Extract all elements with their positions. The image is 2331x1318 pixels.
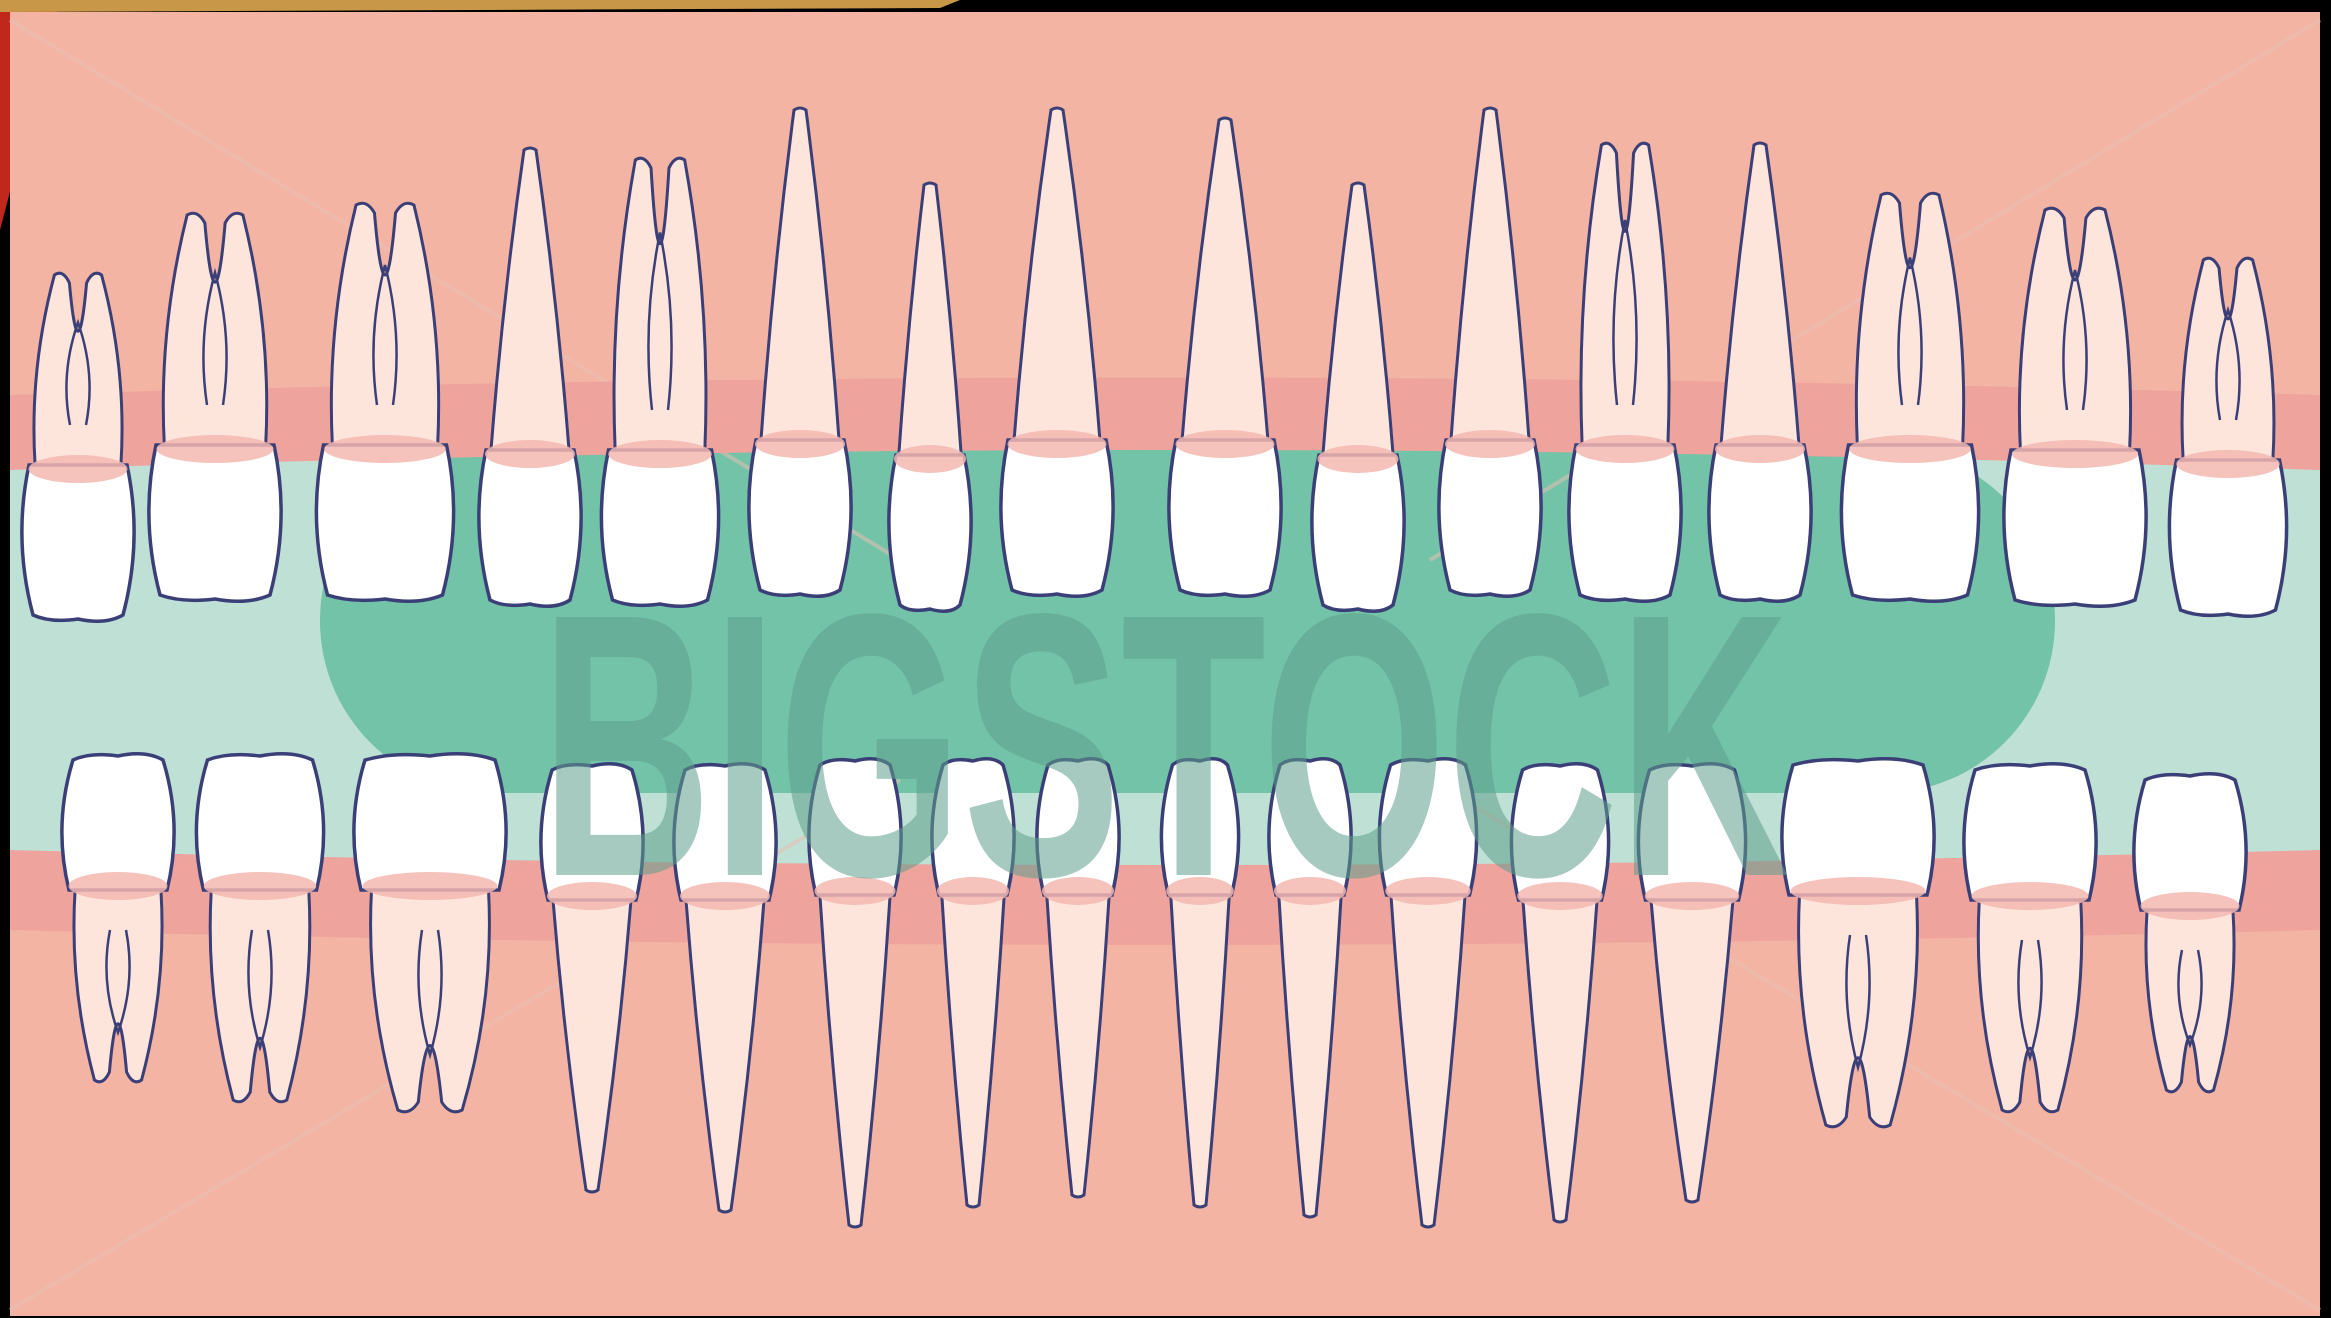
tooth-crown <box>149 445 281 601</box>
tooth-neck-band <box>755 430 845 458</box>
tooth-neck-band <box>1715 435 1805 463</box>
watermark-text: BIGSTOCK <box>540 536 1789 955</box>
tooth-crown <box>354 754 506 890</box>
dental-illustration: BIGSTOCK <box>10 12 2320 1316</box>
tooth-crown <box>316 445 453 601</box>
tooth-neck-band <box>204 872 317 900</box>
tooth-neck-band <box>1849 435 1971 463</box>
tooth-crown <box>1782 759 1934 895</box>
tooth-neck-band <box>2012 440 2138 468</box>
tooth-neck-band <box>29 455 128 483</box>
tooth-neck-band <box>1576 435 1675 463</box>
tooth-neck-band <box>69 872 168 900</box>
tooth-neck-band <box>2176 450 2280 478</box>
tooth-neck-band <box>1445 430 1535 458</box>
tooth-neck-band <box>1176 430 1275 458</box>
corner-accent-gold <box>0 0 960 12</box>
tooth-crown <box>1964 764 2096 900</box>
tooth-neck-band <box>1318 445 1399 473</box>
tooth-neck-band <box>363 872 498 900</box>
tooth-crown <box>22 465 134 621</box>
tooth-neck-band <box>1791 877 1926 905</box>
tooth-neck-band <box>324 435 446 463</box>
tooth-crown <box>2004 450 2146 606</box>
tooth-neck-band <box>485 440 575 468</box>
tooth-crown <box>2134 774 2246 910</box>
tooth-neck-band <box>608 440 712 468</box>
tooth-crown <box>2169 460 2286 616</box>
tooth-neck-band <box>1972 882 2089 910</box>
tooth-neck-band <box>2141 892 2240 920</box>
tooth-neck-band <box>157 435 274 463</box>
tooth-crown <box>196 754 323 890</box>
tooth-neck-band <box>894 445 966 473</box>
tooth-neck-band <box>1008 430 1107 458</box>
tooth-crown <box>1841 445 1978 601</box>
tooth-crown <box>62 754 174 890</box>
